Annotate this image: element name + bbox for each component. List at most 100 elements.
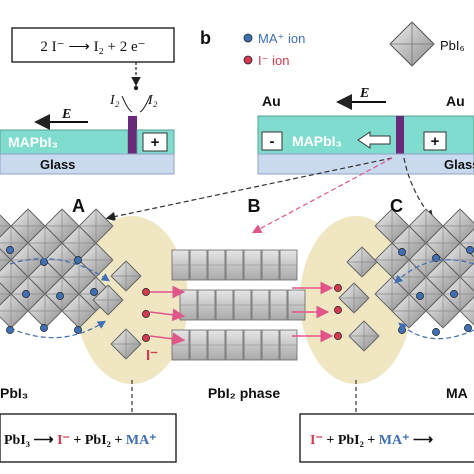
legend-ma-label: MA⁺ ion xyxy=(258,31,305,46)
minus-box xyxy=(261,131,283,151)
ma-path xyxy=(9,258,110,282)
i-ion xyxy=(142,288,150,296)
yield-arrow: ⟶ xyxy=(410,433,434,448)
glass-substrate xyxy=(0,153,175,175)
iodide-arrow xyxy=(149,308,186,322)
ma-ion xyxy=(56,292,64,300)
layer-label: MAPbI₃ xyxy=(8,134,58,150)
pbi6-octahedron xyxy=(0,248,12,272)
pbi6-octahedron xyxy=(442,276,474,312)
ma-path xyxy=(394,259,474,284)
reactant: PbI₃ xyxy=(4,433,30,448)
reaction-left: PbI₃ ⟶ I⁻ + PbI₂ + MA⁺ xyxy=(0,413,177,463)
ma-path xyxy=(398,322,474,340)
pbi6-octahedron xyxy=(0,214,12,238)
panel-letter-b: b xyxy=(200,28,211,48)
free-octahedra xyxy=(92,246,380,360)
migration-arrow-icon xyxy=(357,131,391,149)
ma-ion xyxy=(398,248,406,256)
junction-dot xyxy=(133,85,139,91)
pbi6-octahedron xyxy=(61,293,97,329)
panel-b: b MA⁺ ion I⁻ ion PbI₆ Au Au E - MAPbI₃ +… xyxy=(200,21,474,175)
au-left-label: Au xyxy=(262,93,281,109)
ma-ion xyxy=(466,246,474,254)
arrow-to-b xyxy=(251,157,393,234)
pbi6-octahedron xyxy=(459,262,474,292)
pbi6-octahedron xyxy=(0,282,12,306)
electrode-bar xyxy=(128,116,137,154)
ma-ion xyxy=(464,324,472,332)
phase-mid-label: PbI₂ phase xyxy=(208,385,281,401)
reaction-left-text: PbI₃ ⟶ I⁻ + PbI₂ + MA⁺ xyxy=(4,433,157,448)
ma-ion-legend-icon xyxy=(243,33,253,43)
pbi6-octahedron xyxy=(459,296,474,326)
electrode-bar-b xyxy=(396,116,404,154)
plus-box-b xyxy=(423,131,447,151)
ma-ion xyxy=(6,326,14,334)
structure-illustration: I⁻ A B C PbI₃ PbI₂ phase MA xyxy=(0,196,474,414)
phase-right-label: MA xyxy=(446,385,468,401)
ma-path xyxy=(9,320,107,339)
iodide-reactant: I⁻ xyxy=(310,433,323,448)
equation-box xyxy=(11,27,175,63)
region-label-b: B xyxy=(248,196,261,216)
phase-left-label: PbI₃ xyxy=(0,385,28,401)
ma-ion xyxy=(40,324,48,332)
iodide-arrow xyxy=(149,332,186,346)
ma-ion xyxy=(74,326,82,334)
pbi6-octahedron xyxy=(338,282,370,314)
reaction-box-right xyxy=(299,413,474,463)
perovskite-lattice-left xyxy=(0,208,114,329)
ma-ion xyxy=(22,290,30,298)
panel-a: 2 I⁻ ⟶ I₂ + 2 e⁻ I₂ I₂ E + MAPbI₃ Glass xyxy=(0,27,175,175)
field-label: E xyxy=(61,107,71,122)
au-right-label: Au xyxy=(446,93,465,109)
substrate-label-b: Glass xyxy=(444,157,474,172)
layer-label-b: MAPbI₃ xyxy=(292,133,342,149)
ma-ion xyxy=(90,288,98,296)
ma-ion xyxy=(6,246,14,254)
plus-box xyxy=(142,132,168,152)
plus-sign: + xyxy=(151,134,160,151)
pbi2-reactant: + PbI₂ + xyxy=(323,433,379,448)
pbi6-octahedron xyxy=(346,246,378,278)
ma-ion xyxy=(450,290,458,298)
i-ion xyxy=(334,306,342,314)
ma-ion xyxy=(40,258,48,266)
oxidation-equation: 2 I⁻ ⟶ I₂ + 2 e⁻ xyxy=(40,39,145,55)
arrow-to-a xyxy=(105,157,393,222)
iodide-label: I⁻ xyxy=(146,347,158,364)
perovskite-lattice-right xyxy=(374,208,474,329)
plus-sign-b: + xyxy=(431,133,440,150)
minus-sign: - xyxy=(270,133,275,150)
pbi2-product: + PbI₂ + xyxy=(70,433,126,448)
pbi2-slabs xyxy=(171,249,306,361)
pbi6-octahedron xyxy=(348,320,380,352)
pbi6-octahedron xyxy=(391,293,427,329)
legend-i-label: I⁻ ion xyxy=(258,53,289,68)
region-label-c: C xyxy=(390,196,403,216)
ma-ion xyxy=(432,254,440,262)
pbi6-octahedron xyxy=(425,293,461,329)
reaction-box-left xyxy=(0,413,177,463)
reaction-right: I⁻ + PbI₂ + MA⁺ ⟶ xyxy=(299,413,474,463)
i2-right-curve xyxy=(139,95,151,113)
ma-reactant: MA⁺ xyxy=(379,433,410,448)
ma-ion xyxy=(74,256,82,264)
i2-left-label: I₂ xyxy=(109,93,120,108)
reaction-right-text: I⁻ + PbI₂ + MA⁺ ⟶ xyxy=(310,433,433,448)
i-ion-legend-icon xyxy=(243,55,253,65)
field-label-b: E xyxy=(359,86,369,101)
ma-ion xyxy=(432,328,440,336)
yield-arrow: ⟶ xyxy=(30,433,57,448)
i2-left-curve xyxy=(121,95,133,113)
legend-pbi6-label: PbI₆ xyxy=(440,38,465,53)
pbi6-octahedron xyxy=(110,260,142,292)
i-ion xyxy=(334,332,342,340)
pbi6-octahedron xyxy=(92,284,124,316)
ma-ion xyxy=(416,292,424,300)
pbi6-octahedron xyxy=(110,328,142,360)
iodide-product: I⁻ xyxy=(57,433,70,448)
ma-product: MA⁺ xyxy=(126,433,157,448)
